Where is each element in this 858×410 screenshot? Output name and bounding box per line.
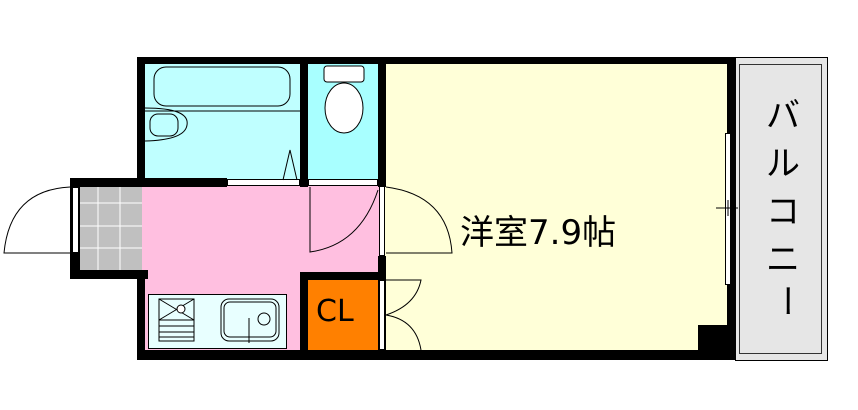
entrance-door-opening [72,187,79,253]
balcony-char: コ [766,192,800,232]
closet-label: CL [316,294,354,329]
balcony-inner-border [739,64,822,354]
hallway [142,186,380,272]
closet [308,280,378,350]
western-room [383,62,729,354]
entrance-door-swing [3,186,71,254]
toilet-tank-icon [323,65,365,83]
wall-toilet-room [378,57,386,187]
bath-door-opening [227,179,300,186]
wall-kitchen-left [137,270,145,360]
balcony-label: バ ル コ ニ ー [761,92,805,318]
balcony [735,57,828,361]
closet-door-opening [379,280,385,350]
balcony-char: ー [765,284,805,318]
washbasin-icon [144,107,188,142]
balcony-char: ニ [766,240,800,280]
wall-hall-top-left [70,178,227,187]
wall-bottom [137,350,735,360]
bathtub-icon [153,66,291,107]
wall-top [137,57,735,64]
wall-left-bath [137,57,145,185]
wall-closet-top [300,272,386,280]
sink-icon [220,298,280,342]
toilet-bowl-icon [324,82,364,134]
wall-entrance-bottom [70,270,148,279]
room-label: 洋室7.9帖 [460,213,617,253]
entrance [80,186,142,270]
room-door-opening [379,186,385,256]
balcony-char: バ [766,96,800,136]
bathroom [145,64,300,182]
pillar [698,325,728,353]
toilet-door-opening [308,179,378,186]
balcony-char: ル [766,144,800,184]
wall-bath-toilet [300,57,308,187]
kitchen-counter [148,294,287,349]
wall-closet-left [300,272,308,352]
